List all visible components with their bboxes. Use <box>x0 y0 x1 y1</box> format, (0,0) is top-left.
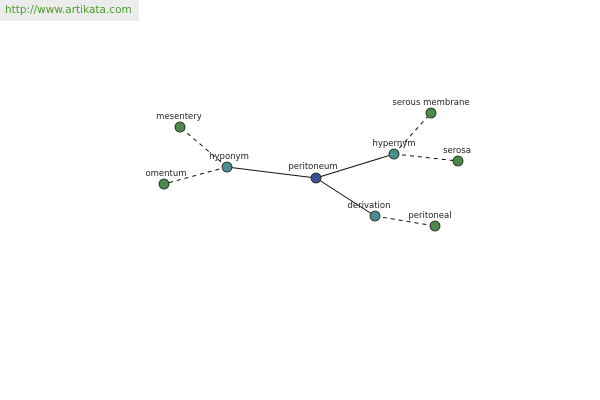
node-mesentery[interactable] <box>174 121 186 133</box>
edge-hyponym-omentum <box>163 166 228 185</box>
url-banner[interactable]: http://www.artikata.com <box>0 0 139 21</box>
node-serous-membrane[interactable] <box>425 107 437 119</box>
label-peritoneum[interactable]: peritoneum <box>288 162 337 172</box>
edge-peritoneum-hyponym <box>226 166 317 179</box>
label-derivation[interactable]: derivation <box>347 201 390 211</box>
url-link[interactable]: http://www.artikata.com <box>5 4 132 16</box>
edge-peritoneum-hypernym <box>315 153 395 179</box>
node-serosa[interactable] <box>452 155 464 167</box>
edge-derivation-peritoneal <box>374 215 436 227</box>
label-hyponym[interactable]: hyponym <box>209 152 249 162</box>
label-omentum[interactable]: omentum <box>145 169 186 179</box>
edge-peritoneum-derivation <box>315 177 376 217</box>
label-mesentery[interactable]: mesentery <box>156 112 202 122</box>
edge-hypernym-serous-membrane <box>393 112 432 155</box>
label-peritoneal[interactable]: peritoneal <box>408 211 451 221</box>
label-serosa[interactable]: serosa <box>443 146 471 156</box>
node-omentum[interactable] <box>158 178 170 190</box>
node-derivation[interactable] <box>369 210 381 222</box>
node-hyponym[interactable] <box>221 161 233 173</box>
node-peritoneal[interactable] <box>429 220 441 232</box>
node-hypernym[interactable] <box>388 148 400 160</box>
label-serous-membrane[interactable]: serous membrane <box>392 98 469 108</box>
label-hypernym[interactable]: hypernym <box>372 139 415 149</box>
edge-hypernym-serosa <box>393 153 459 162</box>
node-peritoneum[interactable] <box>310 172 322 184</box>
edge-hyponym-mesentery <box>179 126 228 168</box>
